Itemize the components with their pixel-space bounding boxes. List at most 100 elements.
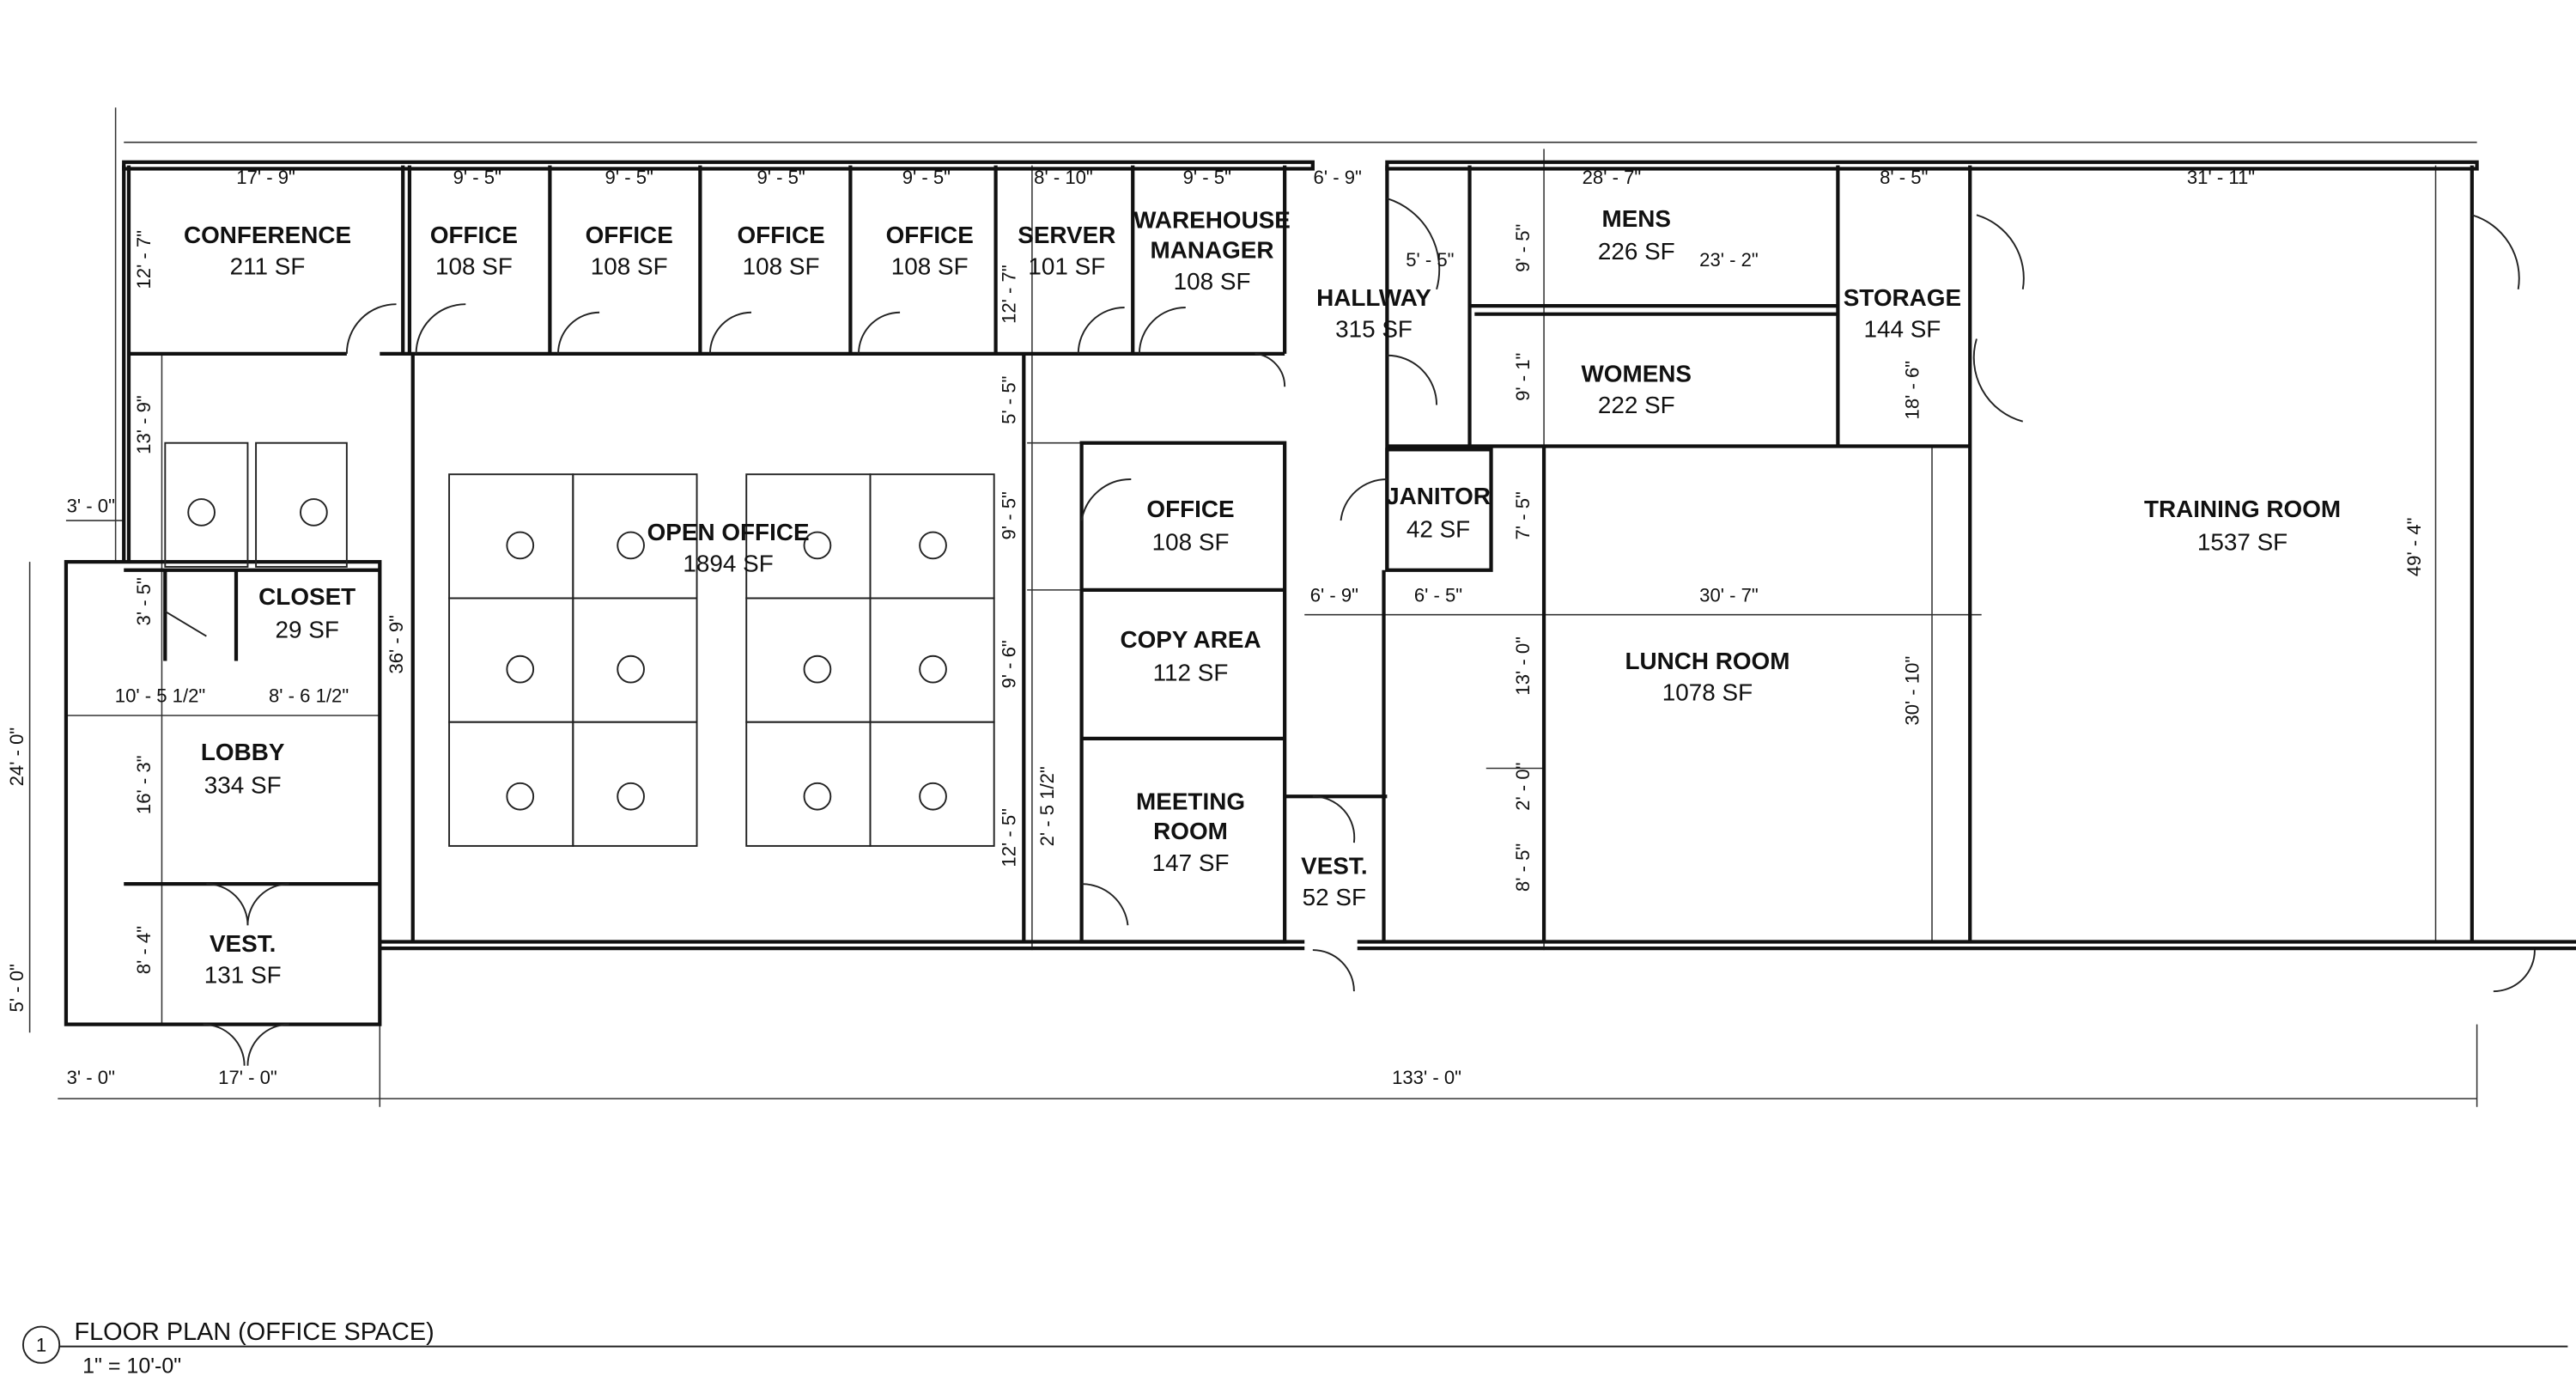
dimension-label: 24' - 0" <box>6 727 27 787</box>
dimension-label: 8' - 5" <box>1512 843 1534 892</box>
dimension-label: 3' - 5" <box>133 577 155 625</box>
dimension-label: 8' - 4" <box>133 926 155 974</box>
dimension-label: 28' - 7" <box>1583 167 1642 188</box>
dimension-label: 6' - 9" <box>1310 584 1358 606</box>
dimension-label: 8' - 5" <box>1880 167 1928 188</box>
room-area: 112 SF <box>1153 660 1229 686</box>
room-name: SERVER <box>1018 222 1115 248</box>
dimension-label: 6' - 9" <box>1314 167 1362 188</box>
dimension-label: 16' - 3" <box>133 755 155 814</box>
dimension-label: 36' - 9" <box>386 615 407 674</box>
dimension-label: 13' - 9" <box>133 395 155 454</box>
room-area: 334 SF <box>204 771 282 798</box>
dimension-label: 12' - 7" <box>133 230 155 289</box>
dimension-label: 9' - 5" <box>1183 167 1231 188</box>
dimension-label: 18' - 6" <box>1902 361 1923 420</box>
room-area: 108 SF <box>743 253 820 280</box>
room-name: STORAGE <box>1844 284 1961 311</box>
dimension-label: 23' - 2" <box>1699 249 1759 271</box>
dimension-label: 9' - 5" <box>605 167 653 188</box>
cubicles <box>164 441 995 847</box>
dimension-label: 133' - 0" <box>1392 1067 1461 1088</box>
drawing-scale: 1" = 10'-0" <box>82 1354 181 1378</box>
dimension-label: 9' - 5" <box>902 167 951 188</box>
dimension-label: 3' - 0" <box>67 1067 115 1088</box>
dimension-labels: 17' - 9" 9' - 5" 9' - 5" 9' - 5" 9' - 5"… <box>6 167 2425 1088</box>
room-area: 108 SF <box>435 253 513 280</box>
room-labels: CONFERENCE 211 SF OFFICE 108 SF OFFICE 1… <box>184 205 2341 989</box>
room-name: OFFICE <box>886 222 974 248</box>
room-area: 1537 SF <box>2197 529 2287 556</box>
dimension-label: 49' - 4" <box>2403 518 2425 577</box>
room-name: CONFERENCE <box>184 222 351 248</box>
dimension-label: 12' - 5" <box>999 808 1020 868</box>
room-name: HALLWAY <box>1316 284 1431 311</box>
dimension-label: 17' - 0" <box>218 1067 277 1088</box>
dimension-label: 31' - 11" <box>2187 167 2255 188</box>
dimension-label: 5' - 0" <box>6 964 27 1012</box>
room-area: 108 SF <box>591 253 668 280</box>
room-name: JANITOR <box>1386 483 1491 509</box>
room-name: CLOSET <box>258 583 355 610</box>
view-number: 1 <box>36 1334 46 1355</box>
title-block: 1 FLOOR PLAN (OFFICE SPACE) 1" = 10'-0" <box>21 1318 2568 1378</box>
dimension-label: 9' - 5" <box>453 167 501 188</box>
room-area: 29 SF <box>276 617 339 643</box>
room-name: LOBBY <box>201 739 285 765</box>
dimension-label: 9' - 5" <box>756 167 805 188</box>
room-name: WAREHOUSE <box>1133 207 1291 234</box>
room-area: 211 SF <box>230 253 306 280</box>
room-name-line2: MANAGER <box>1151 236 1274 263</box>
room-name: OFFICE <box>1146 496 1234 522</box>
room-area: 222 SF <box>1598 392 1675 418</box>
dimension-label: 2' - 5 1/2" <box>1036 766 1058 846</box>
dimension-label: 9' - 1" <box>1512 353 1534 401</box>
dimension-label: 5' - 5" <box>1406 249 1454 271</box>
walls <box>64 160 2576 1026</box>
room-name: OFFICE <box>430 222 518 248</box>
dimension-label: 12' - 7" <box>999 265 1020 324</box>
drawing-title: FLOOR PLAN (OFFICE SPACE) <box>75 1318 434 1346</box>
room-name-line2: ROOM <box>1153 818 1228 844</box>
dimension-label: 6' - 5" <box>1414 584 1462 606</box>
room-area: 108 SF <box>891 253 969 280</box>
dimension-label: 8' - 6 1/2" <box>269 685 349 707</box>
room-name: MEETING <box>1136 788 1245 815</box>
room-name: VEST. <box>210 930 276 957</box>
dimension-label: 30' - 10" <box>1902 656 1923 726</box>
dimension-label: 8' - 10" <box>1034 167 1093 188</box>
room-area: 144 SF <box>1863 316 1941 343</box>
dimension-label: 9' - 6" <box>999 640 1020 688</box>
room-area: 101 SF <box>1028 253 1105 280</box>
room-name: MENS <box>1601 205 1671 232</box>
room-area: 108 SF <box>1174 268 1251 295</box>
room-area: 1078 SF <box>1662 679 1753 706</box>
room-name: COPY AREA <box>1120 626 1261 653</box>
room-name: WOMENS <box>1582 361 1692 387</box>
dimension-label: 2' - 0" <box>1512 763 1534 811</box>
room-name: TRAINING ROOM <box>2144 496 2341 522</box>
room-name: LUNCH ROOM <box>1625 648 1789 674</box>
room-area: 42 SF <box>1406 515 1470 542</box>
dimension-label: 5' - 5" <box>999 376 1020 424</box>
room-area: 108 SF <box>1152 529 1230 556</box>
room-name: VEST. <box>1301 853 1367 880</box>
dimension-label: 3' - 0" <box>67 495 115 516</box>
room-name: OFFICE <box>738 222 825 248</box>
dimension-label: 30' - 7" <box>1699 584 1759 606</box>
room-area: 147 SF <box>1152 849 1230 876</box>
room-area: 1894 SF <box>683 551 773 577</box>
room-area: 52 SF <box>1303 884 1366 910</box>
doors <box>164 198 2536 1066</box>
dimension-label: 10' - 5 1/2" <box>115 685 205 707</box>
room-name: OFFICE <box>586 222 673 248</box>
dimension-label: 7' - 5" <box>1512 491 1534 539</box>
dimension-label: 9' - 5" <box>1512 224 1534 272</box>
room-area: 315 SF <box>1335 316 1413 343</box>
room-name: OPEN OFFICE <box>647 519 810 545</box>
dimension-label: 13' - 0" <box>1512 636 1534 696</box>
room-area: 226 SF <box>1598 238 1675 265</box>
dimension-label: 17' - 9" <box>236 167 295 188</box>
dimension-label: 9' - 5" <box>999 491 1020 539</box>
